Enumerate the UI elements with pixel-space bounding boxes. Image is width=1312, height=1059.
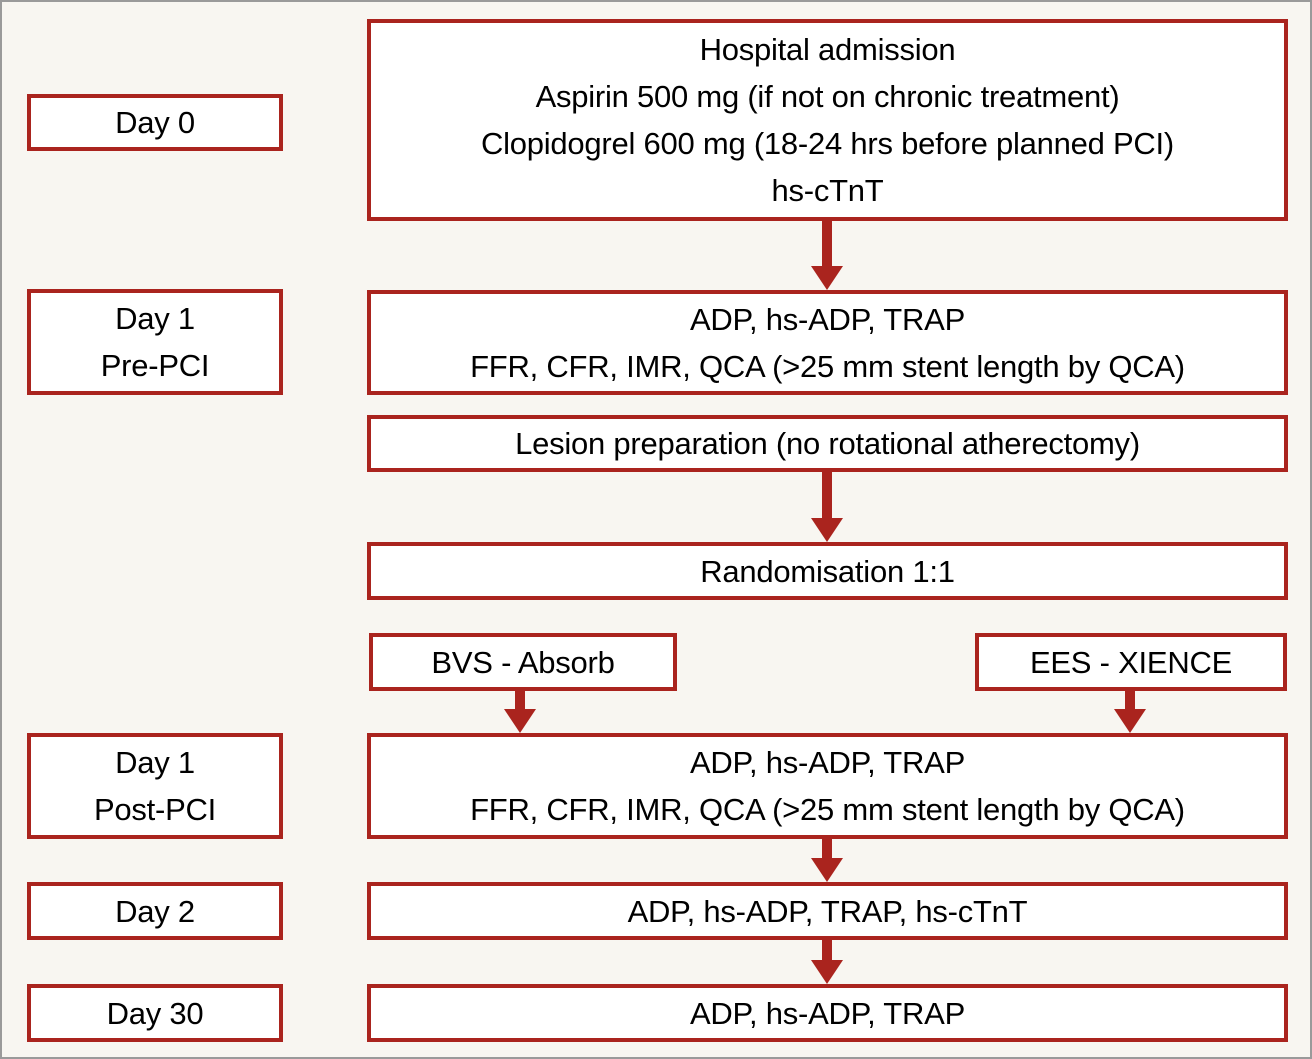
flow-arrow-bvs-to-postpci [504,691,536,733]
flow-box-line: BVS - Absorb [431,644,615,680]
arrow-shaft [822,839,832,860]
timeline-label-text: Post-PCI [93,792,217,827]
timeline-label-text: Day 1 [115,745,195,780]
flow-box-line: EES - XIENCE [1029,644,1233,680]
flow-arrow-day2-to-day30 [811,940,843,984]
arrow-shaft [822,472,832,519]
flow-box-line: Randomisation 1:1 [700,553,955,589]
timeline-label-day0: Day 0 [27,94,283,151]
flow-box-line: Clopidogrel 600 mg (18-24 hrs before pla… [480,126,1175,161]
flow-box-line: FFR, CFR, IMR, QCA (>25 mm stent length … [470,792,1185,827]
flow-box-line: ADP, hs-ADP, TRAP, hs-cTnT [627,893,1028,929]
flow-box-lesion-preparation: Lesion preparation (no rotational athere… [367,415,1288,472]
arrow-shaft [822,940,832,962]
flow-box-arm-ees-xience: EES - XIENCE [975,633,1287,691]
flow-box-randomisation: Randomisation 1:1 [367,542,1288,600]
flow-box-arm-bvs-absorb: BVS - Absorb [369,633,677,691]
timeline-label-day30: Day 30 [27,984,283,1042]
flow-box-line: hs-cTnT [771,173,884,208]
timeline-label-day2: Day 2 [27,882,283,940]
flow-arrow-lesion-to-randomisation [811,472,843,542]
arrow-head-icon [1114,709,1146,733]
flow-box-hospital-admission: Hospital admission Aspirin 500 mg (if no… [367,19,1288,221]
arrow-head-icon [811,518,843,542]
timeline-label-text: Day 1 [115,301,195,336]
arrow-head-icon [811,266,843,290]
flow-box-line: ADP, hs-ADP, TRAP [689,745,966,780]
flow-box-day2-tests: ADP, hs-ADP, TRAP, hs-cTnT [367,882,1288,940]
timeline-label-text: Day 2 [115,893,195,929]
flow-arrow-admission-to-prepci [811,221,843,290]
flow-arrow-ees-to-postpci [1114,691,1146,733]
arrow-shaft [822,221,832,268]
timeline-label-text: Pre-PCI [100,348,210,383]
arrow-head-icon [504,709,536,733]
flow-arrow-postpci-to-day2 [811,839,843,882]
arrow-shaft [1125,691,1135,711]
flow-box-line: FFR, CFR, IMR, QCA (>25 mm stent length … [470,348,1185,384]
flow-box-line: ADP, hs-ADP, TRAP [689,301,966,337]
flow-box-line: Hospital admission [699,32,956,67]
arrow-head-icon [811,960,843,984]
timeline-label-text: Day 30 [106,995,204,1031]
flow-box-day30-tests: ADP, hs-ADP, TRAP [367,984,1288,1042]
flow-box-post-pci-tests: ADP, hs-ADP, TRAP FFR, CFR, IMR, QCA (>2… [367,733,1288,839]
arrow-shaft [515,691,525,711]
timeline-label-text: Day 0 [115,105,195,140]
flow-box-line: ADP, hs-ADP, TRAP [689,995,966,1031]
flow-box-line: Lesion preparation (no rotational athere… [515,426,1140,461]
timeline-label-day1-post-pci: Day 1 Post-PCI [27,733,283,839]
timeline-label-day1-pre-pci: Day 1 Pre-PCI [27,289,283,395]
flow-box-line: Aspirin 500 mg (if not on chronic treatm… [535,79,1120,114]
flow-box-pre-pci-tests: ADP, hs-ADP, TRAP FFR, CFR, IMR, QCA (>2… [367,290,1288,395]
arrow-head-icon [811,858,843,882]
